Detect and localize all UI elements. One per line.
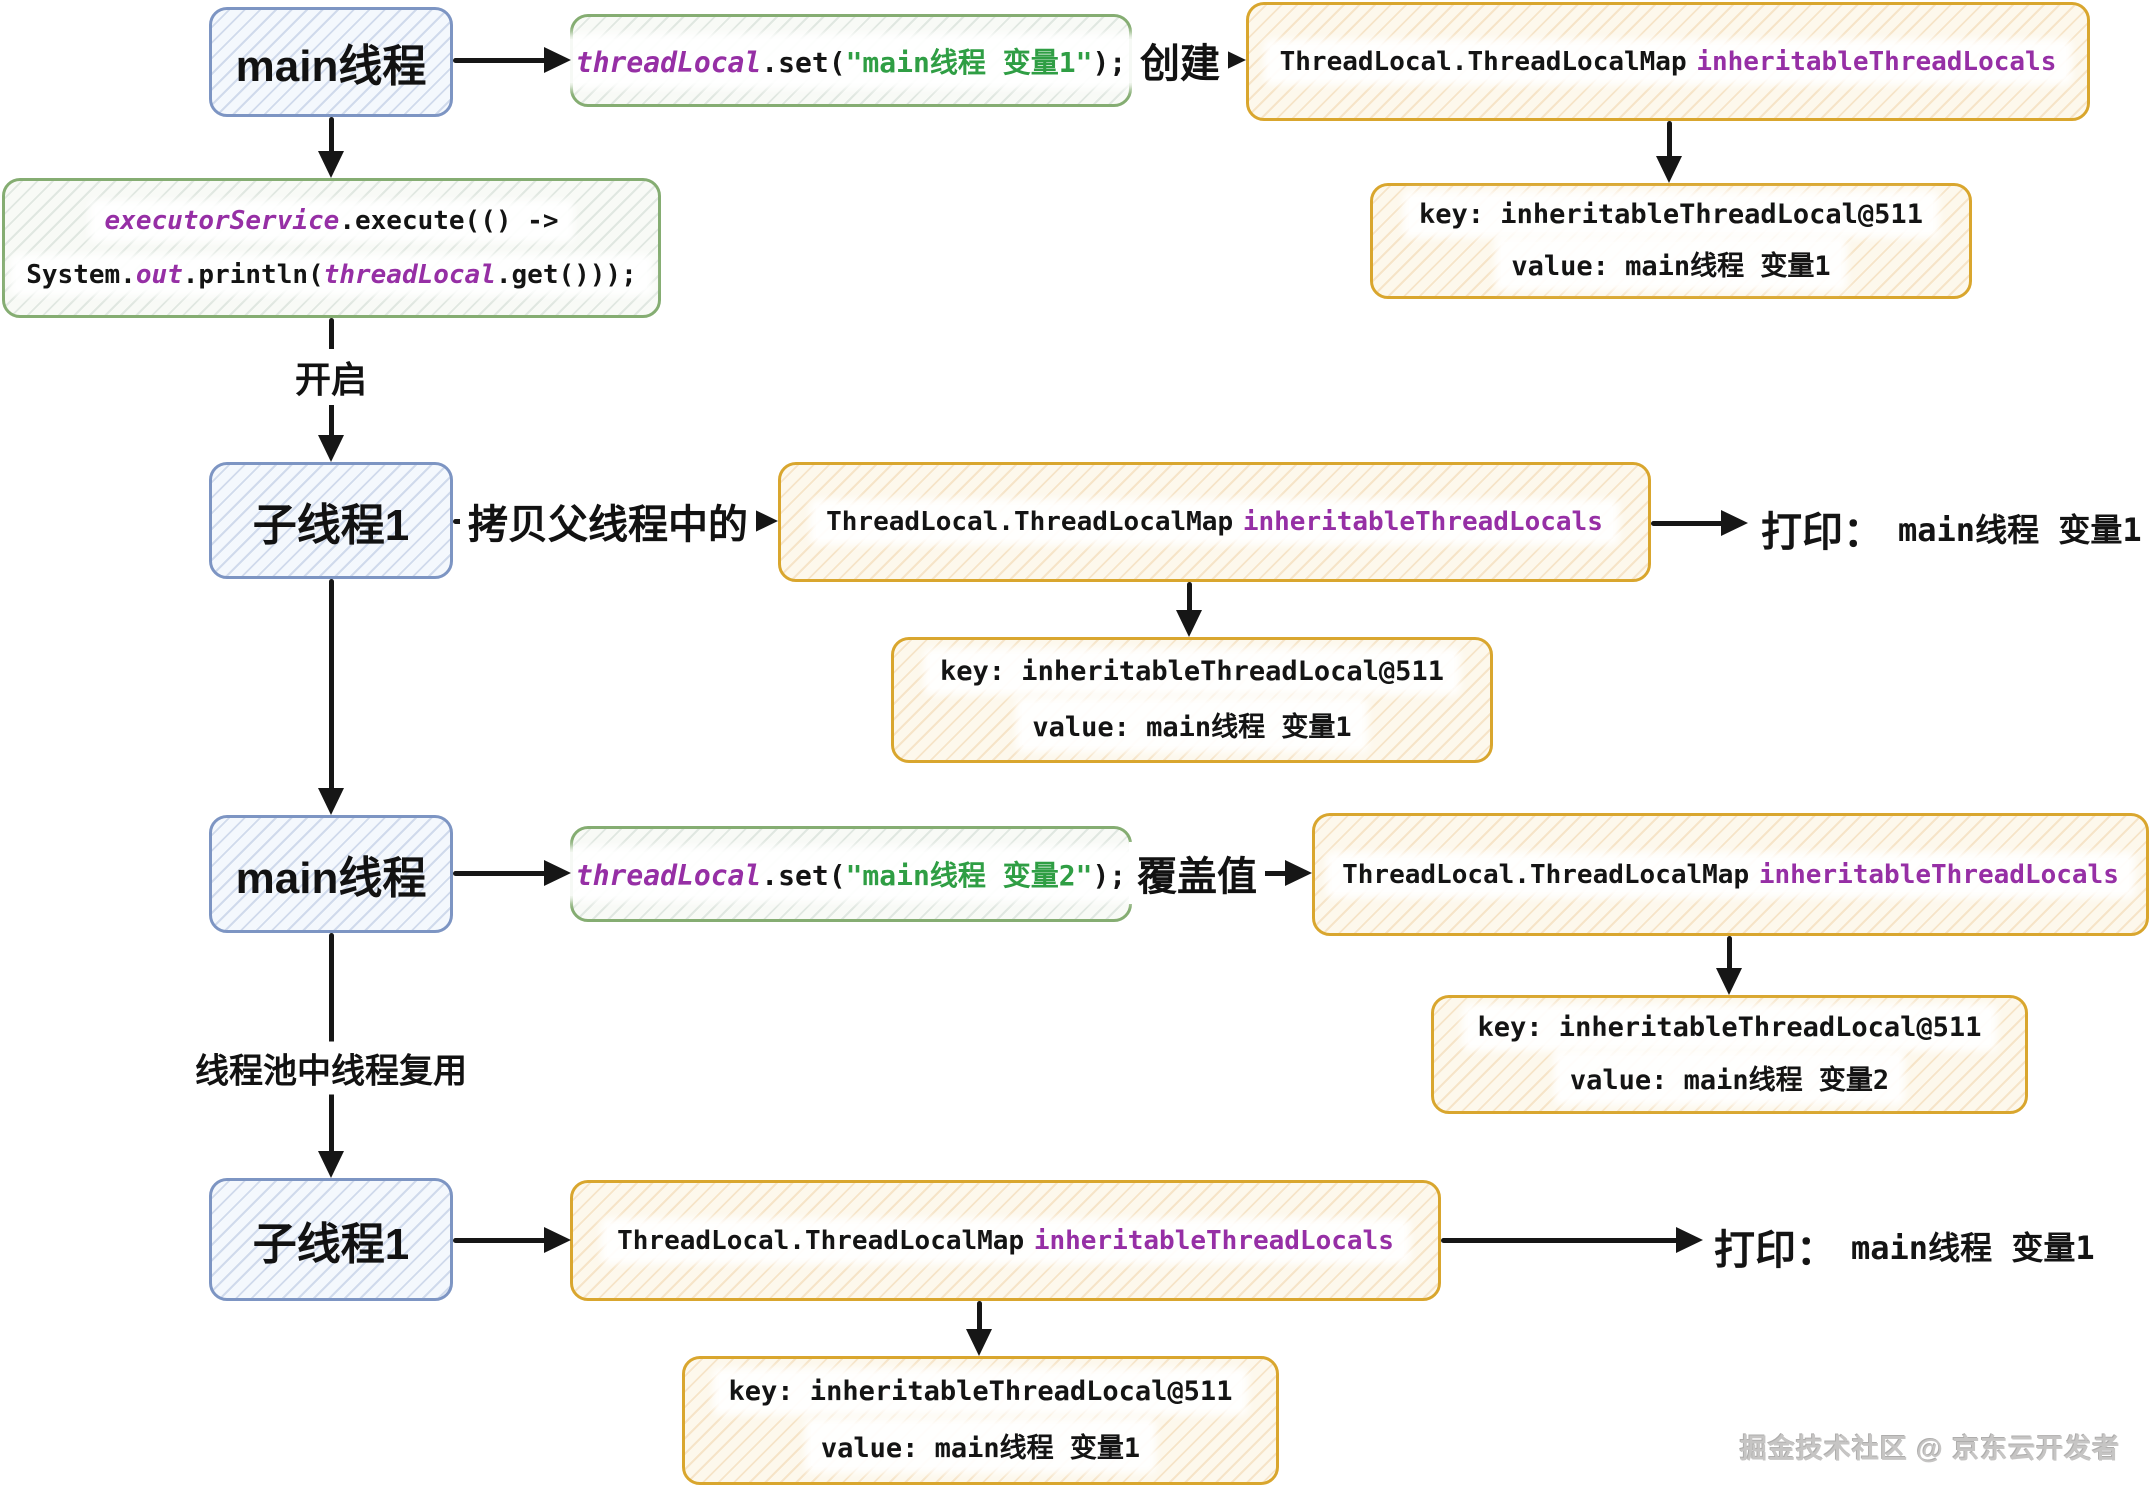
arrow-line (1651, 521, 1726, 526)
arrow-right-icon (1721, 510, 1748, 536)
kv-box-1: key: inheritableThreadLocal@511 value: m… (1370, 183, 1972, 299)
arrow-down-icon (318, 151, 344, 178)
node-main-thread-2-label: main线程 (235, 854, 427, 903)
arrow-down-icon (966, 1329, 992, 1356)
watermark: 掘金技术社区 @ 京东云开发者 (1740, 1434, 2121, 1464)
arrow-right-icon (544, 47, 571, 73)
arrow-line (1187, 582, 1192, 616)
kv-box-1-key: key: inheritableThreadLocal@511 (1409, 196, 1933, 232)
code-box-set-2: threadLocal.set("main线程 变量2"); (565, 826, 1137, 922)
edge-label-copy-parent: 拷贝父线程中的 (460, 490, 756, 552)
kv-box-3: key: inheritableThreadLocal@511 value: m… (1431, 995, 2028, 1114)
print-label: 打印： (1761, 509, 1884, 555)
print-value: main线程 变量1 (1898, 511, 2142, 549)
arrow-line (1667, 121, 1672, 161)
arrow-line (453, 1238, 549, 1243)
print-value: main线程 变量1 (1851, 1229, 2095, 1267)
edge-label-reuse: 线程池中线程复用 (187, 1041, 475, 1095)
edge-label-create: 创建 (1132, 29, 1228, 91)
executor-code-line-2: System.out.println(threadLocal.get())); (16, 260, 647, 291)
arrow-line (329, 579, 334, 791)
executor-code-line-1: executorService.execute(() -> (94, 205, 569, 236)
kv-box-2-key: key: inheritableThreadLocal@511 (930, 654, 1454, 689)
kv-box-4-key: key: inheritableThreadLocal@511 (718, 1374, 1243, 1409)
arrow-down-icon (318, 788, 344, 815)
arrow-right-icon (1676, 1227, 1703, 1253)
node-child-thread-2-label: 子线程1 (252, 1219, 410, 1269)
arrow-line (453, 871, 549, 876)
arrow-down-icon (1656, 156, 1682, 183)
kv-box-3-key: key: inheritableThreadLocal@511 (1467, 1009, 1992, 1045)
node-child-thread-1: 子线程1 (209, 462, 453, 579)
code-box-executor: executorService.execute(() -> System.out… (2, 178, 661, 318)
arrow-right-icon (544, 860, 571, 886)
node-child-thread-1-label: 子线程1 (252, 500, 410, 550)
arrow-down-icon (1176, 610, 1202, 637)
print-result-1: 打印： main线程 变量1 (1761, 498, 2142, 558)
arrow-right-icon (544, 1227, 571, 1253)
edge-label-start: 开启 (286, 349, 376, 405)
arrow-right-icon (1285, 860, 1312, 886)
node-main-thread-1-label: main线程 (235, 42, 427, 91)
node-main-thread-2: main线程 (209, 815, 453, 933)
arrow-line (1441, 1238, 1681, 1243)
kv-box-4: key: inheritableThreadLocal@511 value: m… (682, 1356, 1279, 1485)
node-child-thread-2: 子线程1 (209, 1178, 453, 1301)
node-main-thread-1: main线程 (209, 7, 453, 117)
kv-box-2: key: inheritableThreadLocal@511 value: m… (891, 637, 1493, 763)
arrow-line (453, 58, 549, 63)
code-box-set-1: threadLocal.set("main线程 变量1"); (565, 14, 1137, 107)
arrow-line (1727, 936, 1732, 972)
print-label: 打印： (1714, 1227, 1837, 1273)
kv-box-4-value: value: main线程 变量1 (810, 1424, 1151, 1467)
print-result-2: 打印： main线程 变量1 (1714, 1216, 2095, 1276)
code-set-1-text: threadLocal.set("main线程 变量1"); (565, 38, 1137, 83)
arrow-line (329, 117, 334, 155)
arrow-line (977, 1301, 982, 1335)
arrow-down-icon (318, 435, 344, 462)
kv-box-3-value: value: main线程 变量2 (1559, 1056, 1900, 1100)
arrow-down-icon (1716, 968, 1742, 995)
kv-box-2-value: value: main线程 变量1 (1022, 703, 1362, 746)
kv-box-1-value: value: main线程 变量1 (1501, 242, 1841, 286)
edge-label-override: 覆盖值 (1129, 842, 1265, 904)
code-set-2-text: threadLocal.set("main线程 变量2"); (565, 852, 1137, 896)
arrow-down-icon (318, 1151, 344, 1178)
